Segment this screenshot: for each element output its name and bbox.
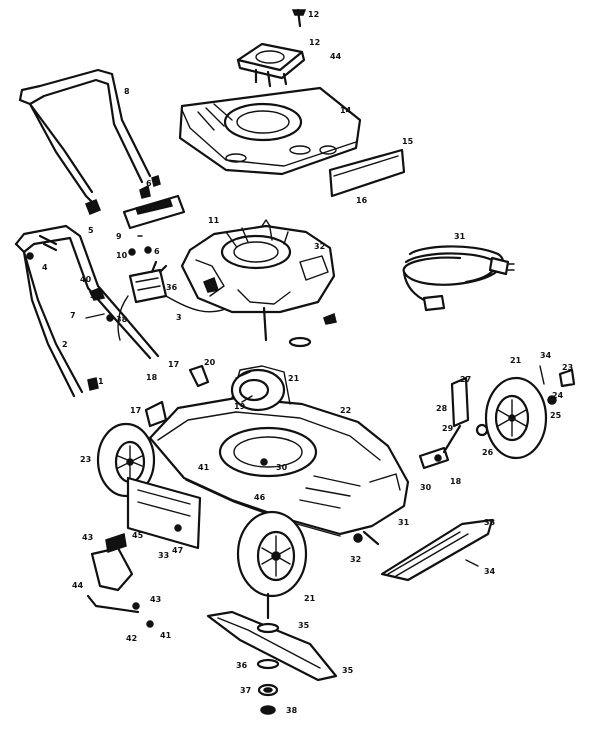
callout-label: 33 — [484, 518, 495, 527]
callout-label: 27 — [460, 375, 471, 384]
callout-label: 7 — [70, 311, 76, 320]
power-cord — [402, 245, 515, 312]
callout-label: 4 — [42, 263, 48, 272]
callout-label: 12 — [309, 38, 320, 47]
callout-label: 18 — [146, 373, 158, 382]
callout-label: 28 — [436, 404, 448, 413]
hardware-upper — [85, 175, 161, 256]
callout-label: 3 — [176, 313, 182, 322]
screw-top — [291, 8, 307, 28]
callout-label: 6 — [146, 179, 152, 188]
callout-label: 37 — [240, 686, 251, 695]
engine — [180, 219, 337, 348]
callout-label: 1 — [98, 377, 104, 386]
cutting-blade — [206, 610, 338, 682]
callout-label: 12 — [308, 10, 319, 19]
height-adjuster-plate — [126, 476, 202, 550]
callout-label: 38 — [286, 706, 298, 715]
bracket-17 — [144, 400, 168, 428]
callout-label: 43 — [82, 533, 93, 542]
callout-label: 15 — [402, 137, 414, 146]
small-bracket-20 — [188, 364, 210, 388]
rear-wheel-top — [230, 368, 286, 412]
callout-label: 5 — [88, 226, 94, 235]
callout-label: 45 — [132, 531, 144, 540]
blade-hardware — [256, 592, 280, 715]
callout-label: 34 — [484, 567, 496, 576]
engine-cover — [178, 86, 362, 176]
callout-label: 9 — [116, 232, 122, 241]
control-knob — [236, 42, 306, 88]
callout-label: 30 — [420, 483, 432, 492]
callout-label: 17 — [130, 406, 141, 415]
callout-label: 19 — [234, 402, 246, 411]
callout-label: 36 — [166, 283, 178, 292]
callout-label: 41 — [198, 463, 210, 472]
callout-label: 44 — [330, 52, 342, 61]
callout-label: 14 — [340, 106, 352, 115]
callout-label: 38 — [116, 315, 128, 324]
callout-label: 43 — [150, 595, 161, 604]
handle-bracket — [122, 194, 186, 230]
wheel-rear-right — [484, 365, 576, 460]
callout-label: 10 — [116, 251, 128, 260]
callout-label: 31 — [398, 518, 410, 527]
callout-label: 44 — [72, 581, 84, 590]
wheel-front-left — [96, 422, 156, 498]
callout-label: 36 — [236, 661, 248, 670]
callout-label: 22 — [340, 406, 351, 415]
callout-label: 32 — [350, 555, 361, 564]
callout-label: 30 — [276, 463, 288, 472]
callout-label: 35 — [342, 666, 354, 675]
callout-label: 20 — [204, 358, 216, 367]
hardware-lower-handle — [26, 252, 114, 391]
callout-label: 8 — [124, 87, 130, 96]
callout-label: 16 — [356, 196, 368, 205]
throttle-control — [117, 260, 233, 341]
callout-label: 21 — [304, 594, 316, 603]
callout-label: 40 — [80, 275, 92, 284]
callout-label: 32 — [314, 242, 325, 251]
axle-bracket — [418, 376, 489, 470]
callout-label: 26 — [482, 448, 494, 457]
callout-label: 47 — [172, 546, 183, 555]
rear-trail-shield — [353, 518, 494, 582]
callout-label: 18 — [450, 477, 462, 486]
cover-trim-strip — [328, 148, 406, 198]
callout-label: 25 — [550, 411, 562, 420]
callout-label: 29 — [442, 424, 454, 433]
callout-label: 24 — [552, 391, 564, 400]
callout-label: 11 — [208, 216, 220, 225]
callout-label: 21 — [510, 356, 522, 365]
upper-handle — [18, 68, 152, 204]
callout-label: 2 — [62, 340, 68, 349]
callout-label: 33 — [158, 551, 169, 560]
callout-label: 34 — [540, 351, 552, 360]
callout-label: 21 — [288, 374, 300, 383]
callout-label: 23 — [80, 455, 91, 464]
callout-label: 41 — [160, 631, 172, 640]
lower-handle — [14, 224, 160, 398]
callout-label: 42 — [126, 634, 137, 643]
wheel-front-right — [236, 510, 308, 598]
callout-label: 31 — [454, 232, 466, 241]
callout-label: 35 — [298, 621, 310, 630]
callout-label: 39 — [90, 291, 102, 300]
callout-label: 6 — [154, 247, 160, 256]
callout-label: 46 — [254, 493, 266, 502]
callout-label: 23 — [562, 363, 573, 372]
adjuster-lever — [86, 533, 154, 628]
callout-label: 17 — [168, 360, 179, 369]
callout-labels: 12 12 44 14 15 16 8 6 5 9 11 10 6 32 31 … — [42, 10, 573, 715]
